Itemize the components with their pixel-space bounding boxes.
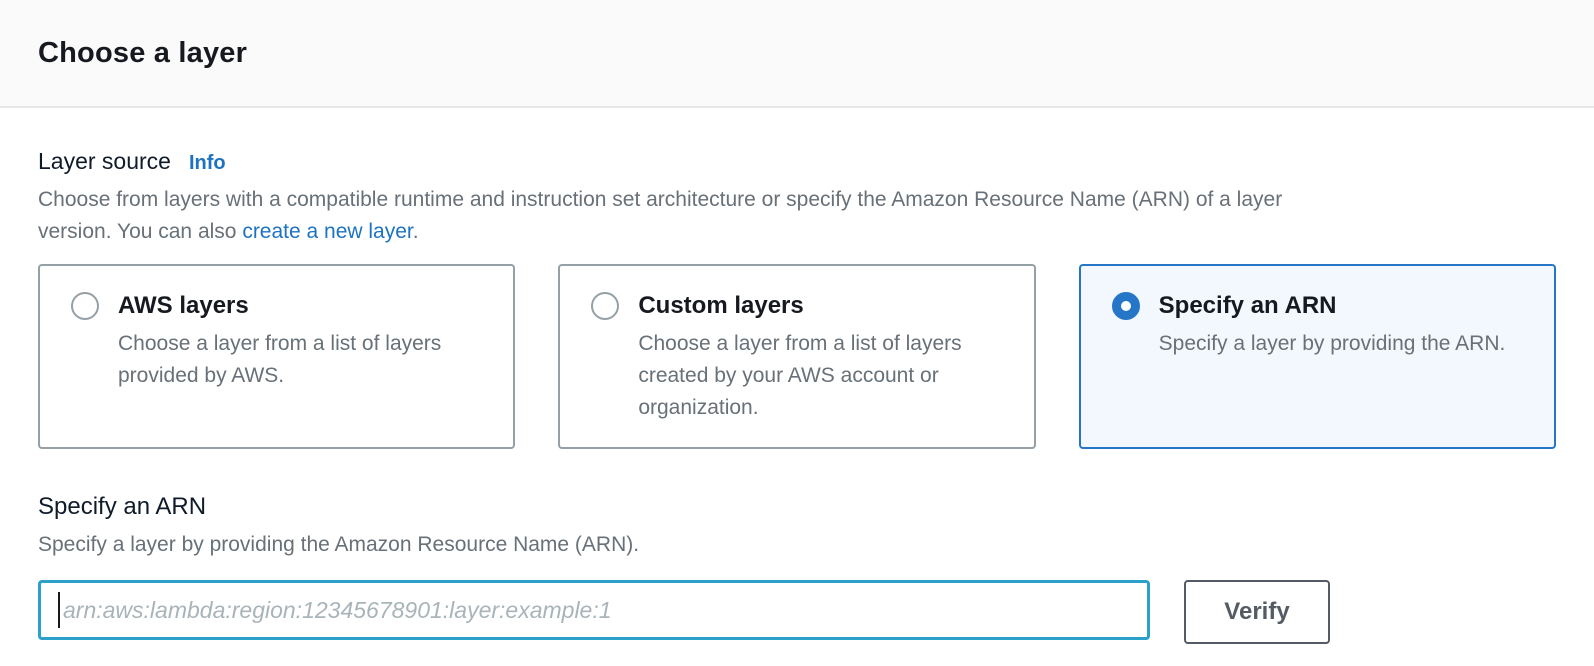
specify-arn-description: Specify a layer by providing the Amazon … xyxy=(38,533,640,556)
tile-content: Custom layers Choose a layer from a list… xyxy=(638,290,1013,447)
tile-description: Specify a layer by providing the ARN. xyxy=(1158,332,1506,355)
page-title: Choose a layer xyxy=(38,36,248,69)
specify-arn-title: Specify an ARN xyxy=(38,493,207,520)
tile-aws-layers[interactable]: AWS layers Choose a layer from a list of… xyxy=(38,264,516,449)
tile-description: Choose a layer from a list of layers cre… xyxy=(638,332,962,419)
tile-title: Specify an ARN xyxy=(1158,292,1337,319)
arn-input-row: Verify xyxy=(38,580,1556,644)
tile-custom-layers[interactable]: Custom layers Choose a layer from a list… xyxy=(558,264,1036,449)
layer-source-tiles: AWS layers Choose a layer from a list of… xyxy=(38,264,1556,449)
specify-arn-section: Specify an ARN Specify a layer by provid… xyxy=(38,491,1556,644)
radio-button-checked-icon[interactable] xyxy=(1111,292,1140,320)
tile-specify-arn[interactable]: Specify an ARN Specify a layer by provid… xyxy=(1078,264,1556,449)
tile-title: Custom layers xyxy=(638,292,804,319)
panel-header: Choose a layer xyxy=(0,0,1594,108)
choose-layer-form: Layer source Info Choose from layers wit… xyxy=(0,108,1594,644)
verify-button[interactable]: Verify xyxy=(1184,580,1330,644)
layer-source-label-row: Layer source Info xyxy=(38,148,1556,175)
tile-title: AWS layers xyxy=(118,292,249,319)
text-caret xyxy=(58,592,60,628)
layer-source-description-line1: Choose from layers with a compatible run… xyxy=(38,188,1283,211)
radio-button-icon[interactable] xyxy=(71,292,99,320)
tile-content: AWS layers Choose a layer from a list of… xyxy=(118,290,493,447)
layer-source-label: Layer source xyxy=(38,148,171,174)
layer-source-description: Choose from layers with a compatible run… xyxy=(38,184,1518,248)
layer-source-description-line2: version. You can also xyxy=(38,220,243,243)
layer-source-description-period: . xyxy=(412,220,419,243)
radio-button-icon[interactable] xyxy=(591,292,620,320)
info-link[interactable]: Info xyxy=(188,152,226,174)
arn-input-wrapper xyxy=(38,580,1150,644)
arn-input[interactable] xyxy=(38,580,1150,640)
tile-content: Specify an ARN Specify a layer by provid… xyxy=(1159,290,1506,447)
create-new-layer-link[interactable]: create a new layer xyxy=(242,220,413,243)
tile-description: Choose a layer from a list of layers pro… xyxy=(118,332,442,387)
